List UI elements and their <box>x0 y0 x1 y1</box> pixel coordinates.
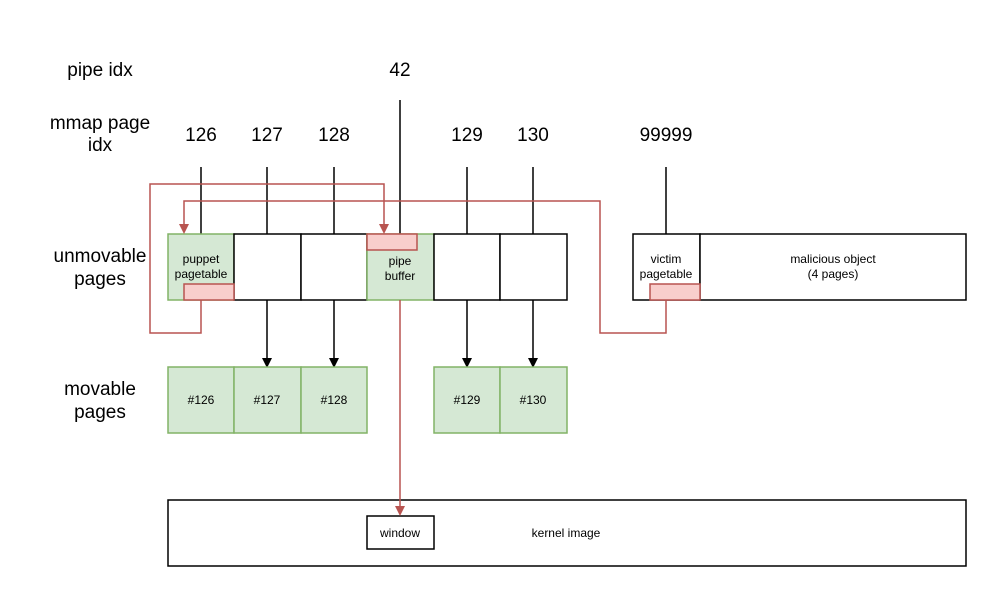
mmap-index-99999: 99999 <box>640 125 693 146</box>
puppet-pte-marker <box>183 283 235 301</box>
movable-page-130 <box>499 366 568 434</box>
pipe-idx-label: pipe idx <box>67 60 133 81</box>
puppet-to-pipe-arrow <box>149 183 389 334</box>
victim-label-line1: victim <box>651 252 682 266</box>
mmap-index-129: 129 <box>451 125 483 146</box>
unmovable-page-127 <box>233 233 302 301</box>
kernel-image-box <box>167 499 967 567</box>
window-label: window <box>379 526 420 540</box>
movable-label-127: #127 <box>254 393 281 407</box>
pipe-buffer-label-line2: buffer <box>385 269 415 283</box>
mmap-index-126: 126 <box>185 125 217 146</box>
mmap-idx-label-line2: idx <box>88 135 113 156</box>
malicious-label-line1: malicious object <box>790 252 876 266</box>
unmovable-label-line2: pages <box>74 269 126 290</box>
movable-label-130: #130 <box>520 393 547 407</box>
unmovable-page-130 <box>499 233 568 301</box>
movable-page-127 <box>233 366 302 434</box>
mmap-index-130: 130 <box>517 125 549 146</box>
movable-label-128: #128 <box>321 393 348 407</box>
malicious-label-line2: (4 pages) <box>808 267 859 281</box>
unmovable-label-line1: unmovable <box>54 246 147 267</box>
pipe-buffer-label-line1: pipe <box>389 254 412 268</box>
pipe-index-42: 42 <box>389 60 410 81</box>
kernel-image-label: kernel image <box>532 526 601 540</box>
movable-label-129: #129 <box>454 393 481 407</box>
window-box <box>366 515 435 550</box>
pointer-arrows <box>149 183 667 516</box>
movable-page-126 <box>167 366 235 434</box>
unmovable-page-129 <box>433 233 501 301</box>
victim-to-puppet-arrow <box>179 200 667 334</box>
movable-label-126: #126 <box>188 393 215 407</box>
victim-pte-marker <box>649 283 701 301</box>
unmovable-page-128 <box>300 233 368 301</box>
victim-label-line2: pagetable <box>640 267 693 281</box>
mmap-index-127: 127 <box>251 125 283 146</box>
movable-page-128 <box>300 366 368 434</box>
puppet-label-line2: pagetable <box>175 267 228 281</box>
movable-label-line2: pages <box>74 402 126 423</box>
index-lines <box>200 100 667 234</box>
mmap-idx-label-line1: mmap page <box>50 113 150 134</box>
movable-arrows <box>262 300 538 368</box>
movable-label-line1: movable <box>64 379 136 400</box>
malicious-object-box <box>699 233 967 301</box>
pipe-buffer-marker <box>366 233 418 251</box>
mmap-index-128: 128 <box>318 125 350 146</box>
puppet-label-line1: puppet <box>183 252 220 266</box>
